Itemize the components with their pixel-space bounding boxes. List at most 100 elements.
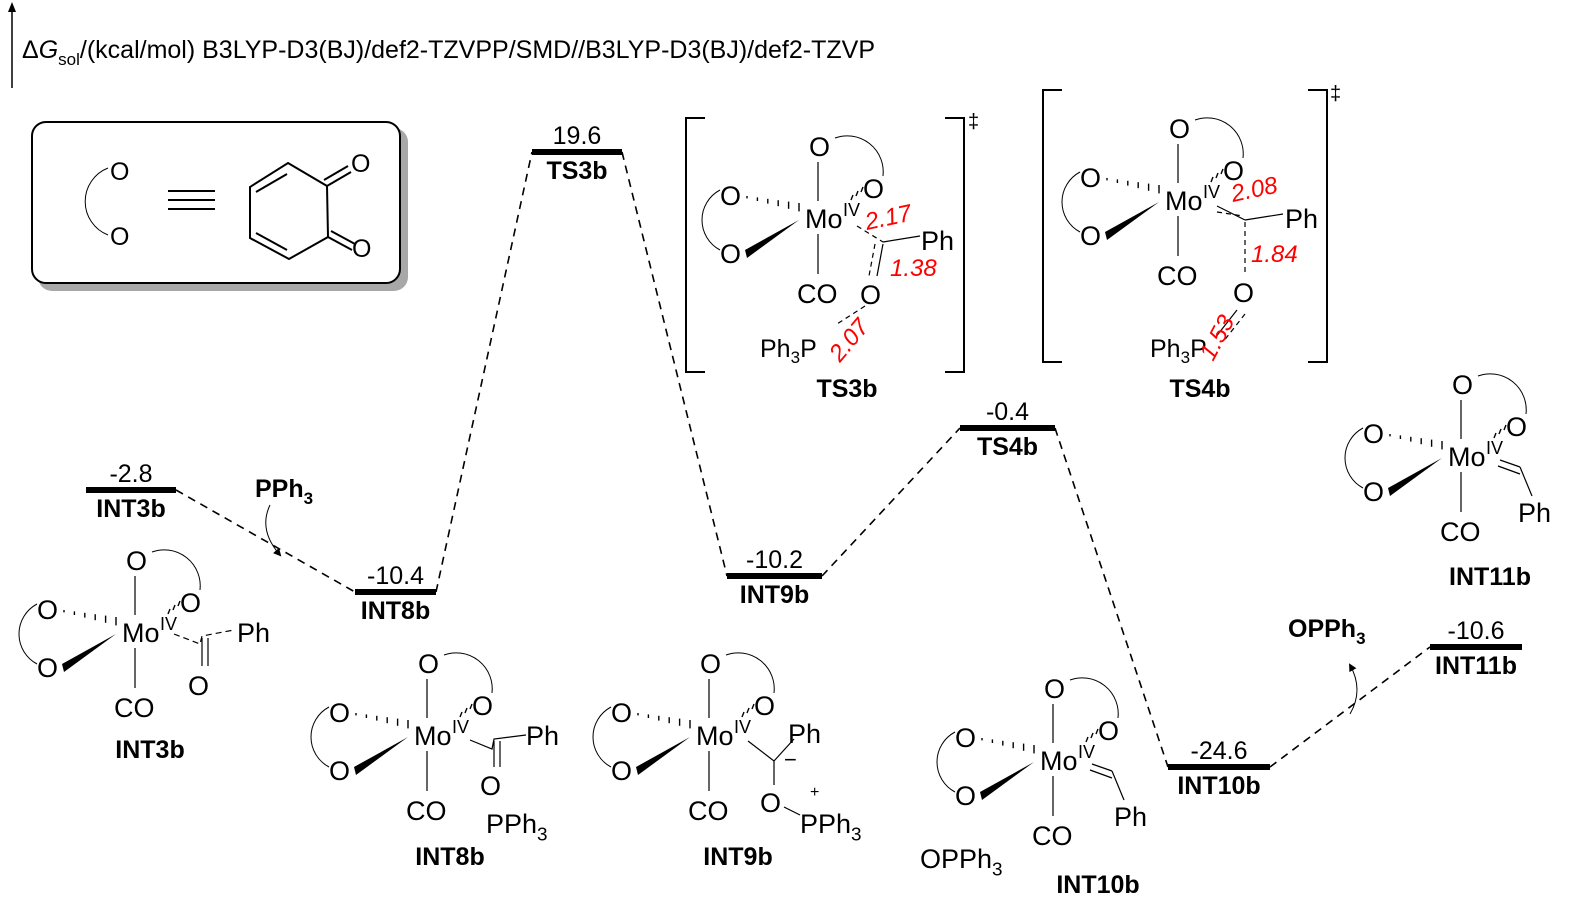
ph3p-fragment: Ph3P <box>1150 335 1207 367</box>
oxygen-atom: O <box>720 181 741 211</box>
hashed-bond-segment <box>860 186 864 193</box>
oxidation-state: IV <box>160 614 177 634</box>
positive-charge: + <box>810 784 819 801</box>
wedge-bond <box>980 762 1034 800</box>
wedge-bond <box>1105 202 1159 240</box>
level-energy-value: -2.8 <box>109 460 152 488</box>
hashed-bond-segment <box>172 604 176 611</box>
hashed-bond-segment <box>855 190 859 197</box>
chelate-arc <box>834 135 884 177</box>
oxygen-atom: O <box>418 649 439 679</box>
oxygen-atom: O <box>180 588 201 618</box>
mo-atom: Mo <box>414 721 452 751</box>
ligand-legend-box: O O O O <box>31 121 408 291</box>
ts3b-double-dagger: ‡ <box>968 111 979 133</box>
axis-title: ΔGsol/(kcal/mol) B3LYP-D3(BJ)/def2-TZVPP… <box>22 36 875 69</box>
distance-p-o: 1.53 <box>1194 310 1240 364</box>
level-label: INT9b <box>740 581 809 609</box>
carbonyl-ligand: CO <box>688 796 729 826</box>
oxygen-atom: O <box>1080 163 1101 193</box>
oxygen-atom: O <box>329 756 350 786</box>
oxygen-atom: O <box>700 649 721 679</box>
c-o-partial-bond <box>868 243 876 277</box>
level-label: INT11b <box>1435 652 1517 680</box>
hashed-bond-segment <box>1493 432 1497 439</box>
oxygen-atom: O <box>1044 674 1065 704</box>
axis-title-subscript: sol <box>58 50 80 69</box>
level-energy-value: -10.2 <box>746 546 803 574</box>
chelate-arc <box>1194 117 1244 159</box>
hashed-bond-segment <box>1095 728 1099 735</box>
mo-atom: Mo <box>122 618 160 648</box>
pph3-fragment: PPh3 <box>486 809 548 846</box>
phenyl-group: Ph <box>1285 204 1318 234</box>
opph3-out-arrow-icon <box>1349 663 1358 715</box>
hashed-bond-segment <box>469 703 473 710</box>
o-benzoquinone-structure <box>249 161 356 261</box>
oxygen-atom: O <box>955 781 976 811</box>
level-label: TS4b <box>977 433 1038 461</box>
chelate-arc <box>725 652 775 694</box>
o-p-bond <box>783 806 801 816</box>
hashed-bond-segment <box>1498 428 1502 435</box>
hashed-bond-segment <box>1085 736 1089 743</box>
chelate-arc <box>936 731 956 793</box>
oxidation-state: IV <box>1078 742 1095 762</box>
oxygen-atom: O <box>1169 114 1190 144</box>
oxidation-state: IV <box>452 717 469 737</box>
hashed-bond-segment <box>1220 168 1224 175</box>
oxygen-atom: O <box>126 546 147 576</box>
chelate-arc <box>1344 427 1364 489</box>
wedge-bond <box>745 220 799 258</box>
pph3-reagent-label: PPh3 <box>255 475 313 508</box>
hashed-bond-segment <box>751 703 755 710</box>
hashed-bond-segment <box>464 707 468 714</box>
carbene-bond <box>1497 465 1521 475</box>
wedge-bond <box>354 737 408 775</box>
ts4b-double-dagger: ‡ <box>1330 83 1341 105</box>
wedge-bond <box>1388 458 1442 496</box>
carbene-bond <box>1091 763 1113 772</box>
c-ph-bond <box>1111 770 1125 801</box>
wedge-bond <box>636 737 690 775</box>
oxygen-atom: O <box>809 132 830 162</box>
o-p-partial-bond <box>836 305 866 325</box>
chelate-arc <box>1061 171 1081 233</box>
oxygen-atom: O <box>472 691 493 721</box>
phenyl-group: Ph <box>921 226 954 256</box>
chelate-arc <box>310 706 330 768</box>
distance-c-o: 1.84 <box>1251 241 1298 268</box>
oxidation-state: IV <box>1486 438 1503 458</box>
carbonyl-ligand: CO <box>114 693 155 723</box>
ts4b-brackets <box>1042 89 1328 363</box>
wedge-bond <box>62 634 116 672</box>
level-label: TS3b <box>546 157 607 185</box>
oxygen-atom: O <box>1080 221 1101 251</box>
hashed-bond-segment <box>1215 172 1219 179</box>
oxygen-atom: O <box>955 723 976 753</box>
connector-ts3b-int9b <box>621 151 728 577</box>
oxygen-atom: O <box>329 698 350 728</box>
phenyl-group: Ph <box>788 719 821 749</box>
carbene-bond <box>1089 769 1113 779</box>
p-o-bond <box>1214 309 1238 339</box>
mo-c-bond <box>1216 205 1246 221</box>
structure-name: INT11b <box>1449 563 1531 591</box>
c-ph-bond <box>882 235 921 243</box>
